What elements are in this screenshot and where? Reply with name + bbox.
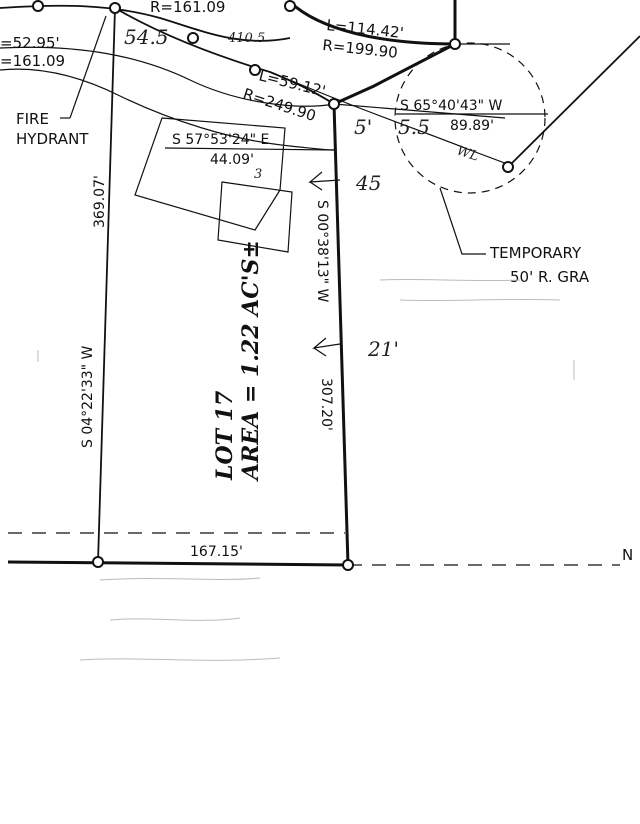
label-hydrant: HYDRANT (16, 130, 89, 148)
corner-pin (342, 559, 354, 571)
sketch-box-inner (217, 181, 293, 253)
corner-pin (32, 0, 44, 12)
west-lot-line (97, 7, 116, 563)
corner-pin (284, 0, 296, 12)
handwritten-arrow (308, 171, 341, 191)
temporary-leader (439, 187, 486, 255)
scan-artifacts (37, 278, 575, 661)
label-water-line: WL (455, 144, 481, 165)
label-ne-bearing: S 65°40'43" W (400, 98, 503, 114)
corner-pin (109, 2, 121, 14)
label-south-distance: 167.15' (190, 544, 243, 560)
corner-pin (328, 98, 340, 110)
road-curve-top-right (288, 0, 456, 46)
label-tie-bearing: S 57°53'24" E (172, 132, 269, 148)
corner-pin (449, 38, 461, 50)
handwritten-note: 5' (354, 115, 372, 139)
label-temporary: TEMPORARY (489, 244, 582, 262)
handwritten-note: 3 (254, 167, 262, 182)
lot-area: AREA = 1.22 AC'S± (238, 240, 264, 482)
label-north: N (622, 546, 633, 564)
hydrant-leader-v (69, 15, 107, 119)
lot-number: LOT 17 (212, 390, 238, 481)
label-east-bearing: S 00°38'13" W (314, 200, 330, 303)
label-ne-distance: 89.89' (450, 118, 494, 134)
handwritten-arrow (311, 337, 341, 357)
label-temporary-radius: 50' R. GRA (510, 268, 590, 286)
leader-arrow-ne (509, 35, 640, 166)
south-lot-line (7, 560, 349, 567)
corner-pin (502, 161, 514, 173)
label-fire: FIRE (16, 110, 49, 128)
label-left-radius: =161.09 (0, 52, 65, 70)
label-left-length: =52.95' (0, 34, 60, 52)
handwritten-note: 21' (367, 337, 399, 361)
front-line-ne (333, 42, 456, 106)
road-edge-upper (0, 4, 291, 42)
ne-bearing-line (333, 103, 506, 119)
tie-line (164, 147, 335, 151)
road-edge-lower (0, 46, 335, 107)
handwritten-note: 410.5 (227, 31, 265, 46)
handwritten-note: 5.5 (398, 115, 430, 139)
corner-pin (249, 64, 261, 76)
sketch-box (134, 117, 286, 231)
handwritten-note: 54.5 (124, 25, 169, 49)
corner-pin (92, 556, 104, 568)
water-line (289, 79, 511, 166)
handwritten-note: 45 (355, 171, 381, 195)
temporary-turnaround (394, 42, 546, 194)
east-lot-line (332, 103, 350, 566)
label-tie-distance: 44.09' (210, 152, 254, 168)
corner-pin (187, 32, 199, 44)
label-west-bearing: S 04°22'33" W (80, 345, 96, 448)
label-west-distance: 369.07' (92, 175, 108, 228)
label-top-left-radius: R=161.09 (150, 0, 225, 16)
label-east-distance: 307.20' (318, 378, 334, 431)
